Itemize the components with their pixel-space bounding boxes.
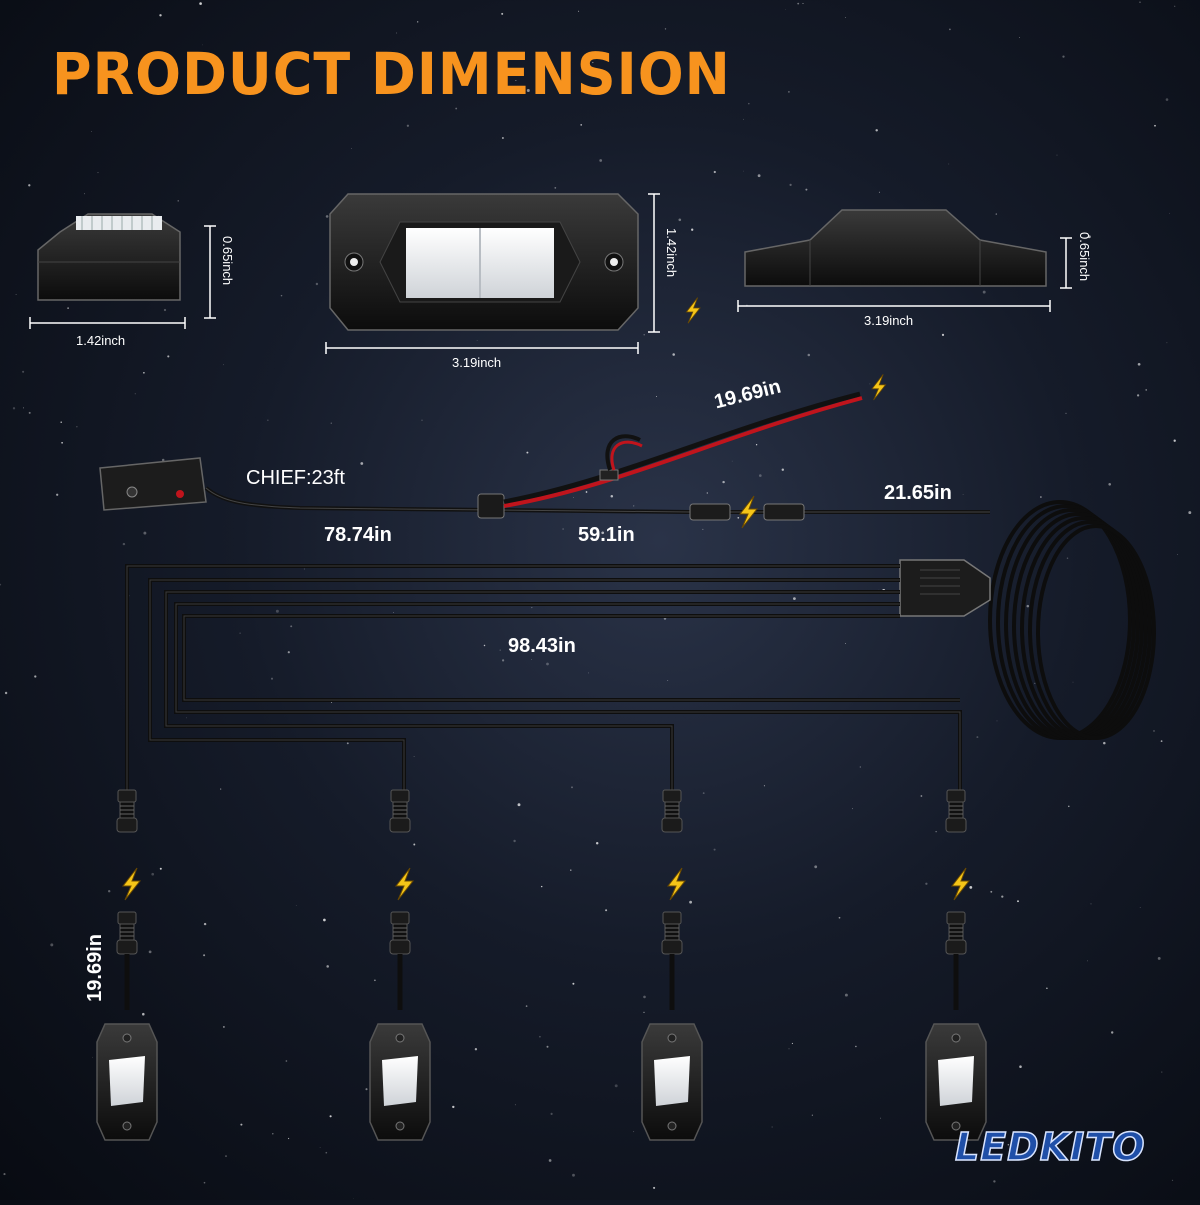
brand-logo: LEDKITO	[954, 1124, 1146, 1170]
pod-assembly	[96, 789, 158, 1141]
profile-height-dimension-line	[1060, 237, 1072, 289]
pod-assembly	[641, 789, 703, 1141]
page-title: PRODUCT DIMENSION	[52, 40, 731, 109]
profile-width-dimension-line	[737, 300, 1051, 312]
inline-junction	[477, 493, 505, 519]
mid-cable-length-label: 59.1in	[578, 524, 635, 546]
profile-height-label: 0.65inch	[1077, 232, 1092, 282]
side-width-label: 1.42inch	[76, 333, 126, 348]
power-lead	[503, 297, 887, 508]
rock-light-pod	[369, 1023, 431, 1141]
splitter-box	[899, 559, 991, 617]
harness-length-label: 98.43in	[508, 635, 576, 657]
controller-box	[99, 457, 207, 511]
rock-light-pod	[925, 1023, 987, 1141]
bolt-icon	[951, 867, 970, 901]
top-height-dimension-line	[648, 193, 660, 333]
top-height-label: 1.42inch	[664, 228, 679, 278]
rock-light-pod	[96, 1023, 158, 1141]
bolt-icon	[667, 867, 686, 901]
side-width-dimension-line	[29, 317, 186, 329]
side-height-dimension-line	[204, 225, 216, 319]
profile-view-light	[744, 209, 1047, 287]
top-width-dimension-line	[325, 342, 639, 354]
coiled-cable	[988, 500, 1156, 740]
extension-length-label: 21.65in	[884, 482, 952, 504]
side-height-label: 0.65inch	[220, 236, 235, 286]
pod-assembly	[925, 789, 987, 1141]
extension-connector	[689, 503, 805, 521]
bolt-icon	[122, 867, 141, 901]
chief-length-label: CHIEF:23ft	[246, 467, 345, 489]
bolt-icon	[395, 867, 414, 901]
side-view-light	[37, 213, 181, 301]
top-view-light	[329, 193, 639, 331]
top-width-label: 3.19inch	[452, 355, 502, 370]
pod-lead-length-label: 19.69in	[84, 934, 106, 1002]
wiring-harness	[125, 564, 962, 790]
connector-bolt-icon	[739, 495, 758, 529]
rock-light-pod	[641, 1023, 703, 1141]
pod-assembly	[369, 789, 431, 1141]
profile-width-label: 3.19inch	[864, 313, 914, 328]
controller-cable-length-label: 78.74in	[324, 524, 392, 546]
